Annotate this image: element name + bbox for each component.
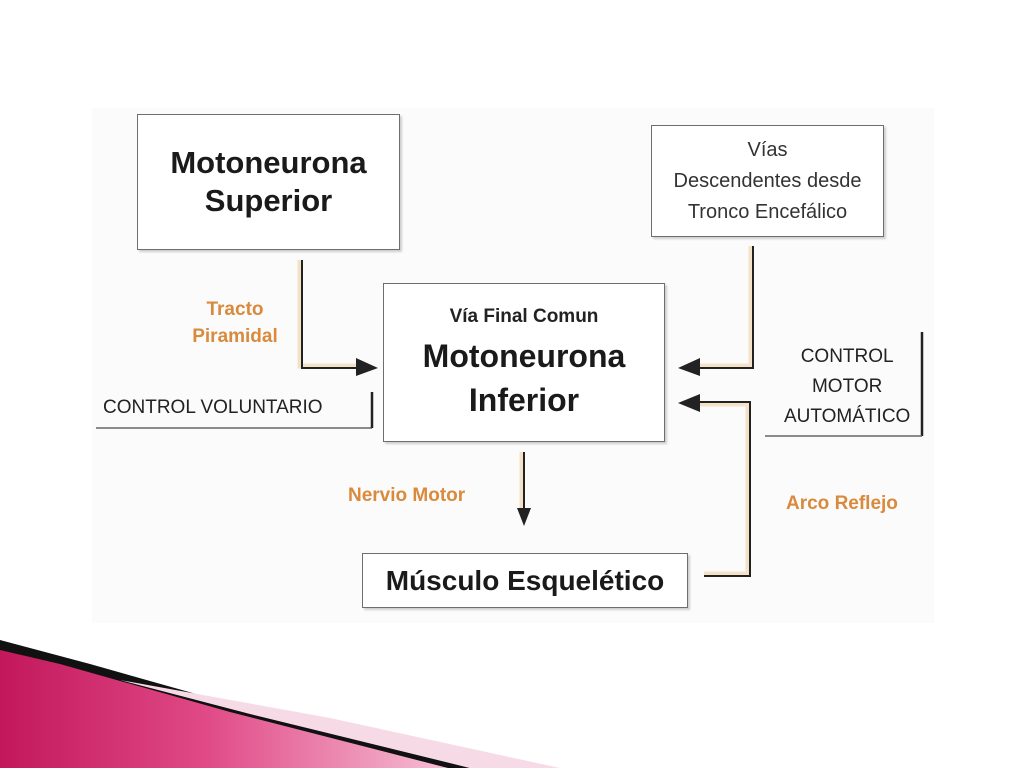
tracto-line1: Tracto	[206, 299, 264, 320]
nervio-motor-arrow	[517, 452, 531, 526]
tracto-line2: Piramidal	[192, 326, 278, 347]
vias-line1: Vías	[747, 138, 788, 161]
control-voluntario-bracket	[96, 392, 374, 429]
control-motor-bracket	[765, 332, 924, 437]
light-swoosh	[120, 680, 560, 768]
nervio-motor-label: Nervio Motor	[348, 485, 466, 506]
motoneurona-inferior-box: Vía Final Comun Motoneurona Inferior	[383, 283, 665, 442]
vias-line2: Descendentes desde	[673, 169, 862, 192]
vias-descendentes-box: Vías Descendentes desde Tronco Encefálic…	[651, 125, 884, 237]
control-voluntario-label: CONTROL VOLUNTARIO	[103, 397, 323, 418]
musculo-esqueletico-label: Músculo Esquelético	[385, 564, 665, 596]
control-motor-line1: CONTROL	[800, 346, 894, 367]
control-motor-line3: AUTOMÁTICO	[784, 406, 911, 427]
tracto-piramidal-label: Tracto Piramidal	[180, 296, 290, 350]
control-motor-line2: MOTOR	[811, 376, 883, 397]
tracto-piramidal-arrow	[297, 260, 378, 376]
motoneurona-superior-line1: Motoneurona	[170, 145, 367, 180]
arco-reflejo-arrow	[678, 394, 751, 577]
motoneurona-superior-box: Motoneurona Superior	[137, 114, 400, 250]
vias-line3: Tronco Encefálico	[687, 200, 848, 223]
motoneurona-inferior-line1: Motoneurona	[422, 337, 626, 374]
arco-reflejo-label: Arco Reflejo	[786, 493, 898, 514]
vias-descendentes-arrow	[678, 246, 754, 376]
motoneurona-inferior-line2: Inferior	[468, 381, 580, 418]
via-final-comun-label: Vía Final Comun	[449, 305, 599, 327]
black-swoosh	[0, 640, 470, 768]
control-motor-automatico-label: CONTROL MOTOR AUTOMÁTICO	[784, 342, 910, 432]
motoneurona-superior-line2: Superior	[204, 183, 333, 218]
musculo-esqueletico-box: Músculo Esquelético	[362, 553, 688, 608]
